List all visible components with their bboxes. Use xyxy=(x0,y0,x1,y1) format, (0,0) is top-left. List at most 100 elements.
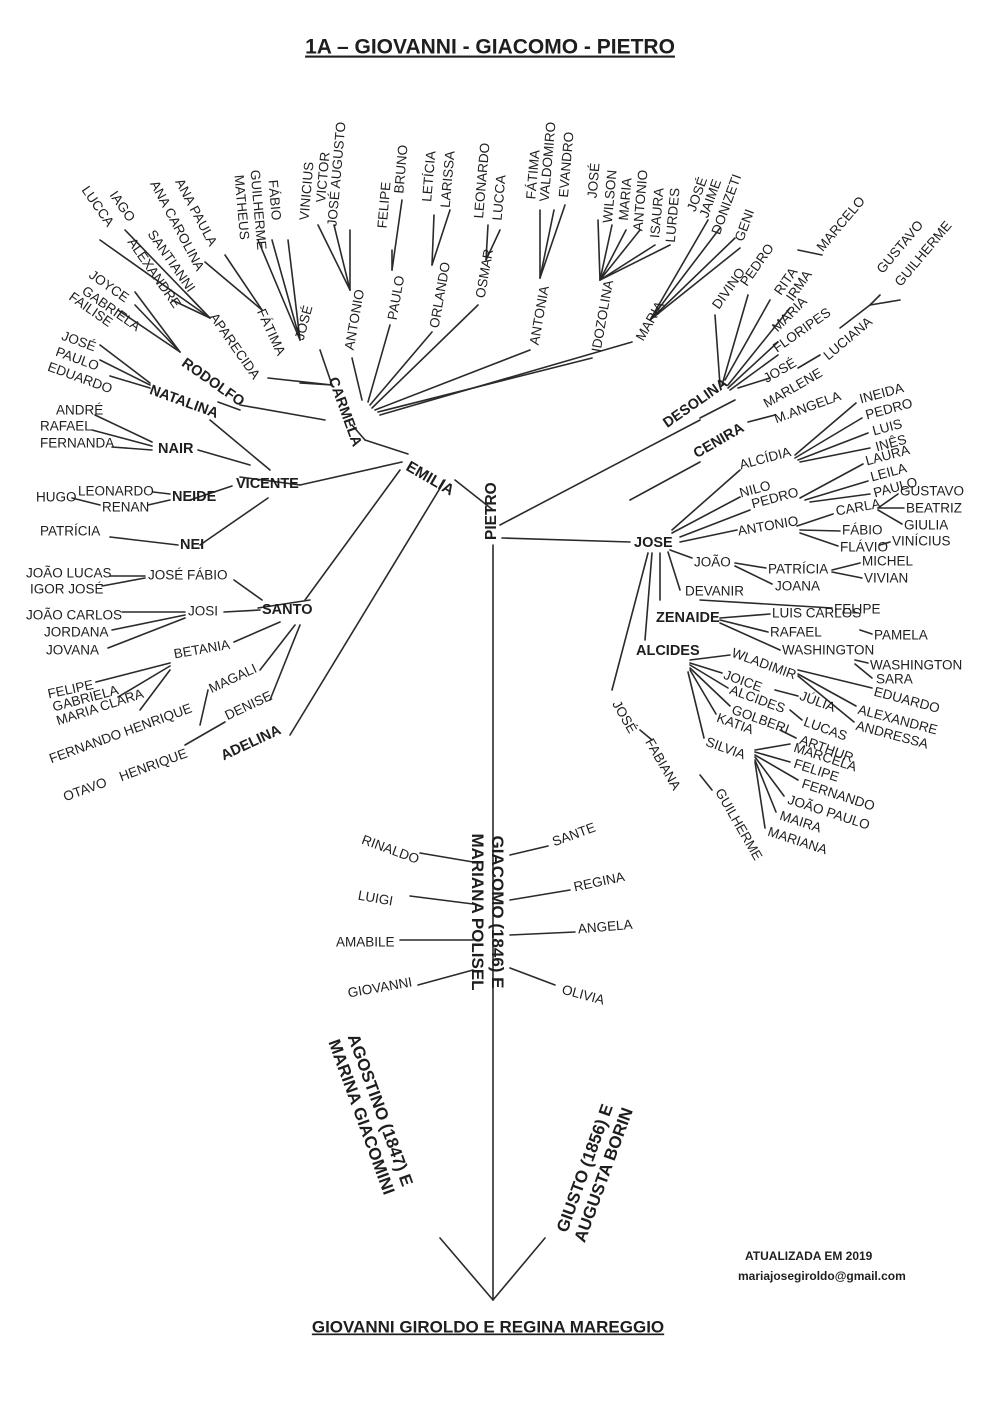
page-title: 1A – GIOVANNI - GIACOMO - PIETRO xyxy=(305,36,675,59)
person-lucca: LUCCA xyxy=(490,174,509,221)
tree-branch-line xyxy=(319,349,333,386)
updated-note: ATUALIZADA EM 2019 xyxy=(745,1249,873,1263)
tree-branch-line xyxy=(831,571,863,579)
tree-branch-line xyxy=(485,224,489,261)
person-sante: SANTE xyxy=(550,820,597,849)
tree-branch-line xyxy=(667,551,681,591)
tree-branch-line xyxy=(204,261,263,311)
tree-branch-line xyxy=(199,497,269,546)
tree-branch-line xyxy=(754,751,791,763)
tree-branch-line xyxy=(239,404,326,421)
person-luigi: LUIGI xyxy=(357,888,394,909)
tree-branch-line xyxy=(139,669,171,711)
tree-branch-line xyxy=(259,624,296,671)
person-patr-cia: PATRÍCIA xyxy=(40,524,100,539)
tree-branch-line xyxy=(417,969,474,986)
person-andr: ANDRÉ xyxy=(56,403,103,418)
tree-branch-line xyxy=(257,239,301,341)
person-giulia: GIULIA xyxy=(904,518,948,533)
person-jos: JOSÉ xyxy=(292,304,316,342)
tree-branch-line xyxy=(109,375,151,389)
person-f-tima: FÁTIMA xyxy=(523,149,542,200)
tree-branch-line xyxy=(289,479,446,736)
person-jovana: JOVANA xyxy=(46,643,99,658)
tree-branch-line xyxy=(367,324,391,403)
person-beatriz: BEATRIZ xyxy=(906,501,962,516)
tree-branch-line xyxy=(379,341,633,416)
tree-branch-line xyxy=(147,499,171,506)
person-henrique: HENRIQUE xyxy=(117,746,189,784)
root-couple: GIOVANNI GIROLDO E REGINA MAREGGIO xyxy=(312,1317,664,1336)
tree-branch-line xyxy=(99,344,151,384)
person-luis-carlos: LUIS CARLOS xyxy=(772,606,861,621)
tree-branch-line xyxy=(599,224,613,281)
person-silvia: SILVIA xyxy=(704,734,748,762)
person-rinaldo: RINALDO xyxy=(360,832,422,867)
tree-branch-line xyxy=(794,402,857,456)
person-magali: MAGALI xyxy=(206,661,259,696)
tree-branch-line xyxy=(492,1237,546,1301)
person-aparecida: APARECIDA xyxy=(207,310,263,382)
person-fernanda: FERNANDA xyxy=(40,436,114,451)
tree-branch-line xyxy=(699,399,736,419)
tree-branch-line xyxy=(257,599,311,609)
tree-branch-line xyxy=(699,599,833,609)
person-antonio: ANTONIO xyxy=(342,288,367,351)
tree-branch-line xyxy=(499,419,701,526)
person-guilherme: GUILHERME xyxy=(247,169,269,250)
tree-branch-line xyxy=(724,299,771,381)
tree-branch-line xyxy=(117,665,171,698)
person-gustavo: GUSTAVO xyxy=(900,484,964,499)
person-f-bio: FÁBIO xyxy=(842,523,883,538)
person-antonia: ANTONIA xyxy=(527,285,552,346)
tree-branch-line xyxy=(734,562,767,569)
tree-branch-line xyxy=(271,239,301,341)
person-pamela: PAMELA xyxy=(874,628,928,643)
tree-branch-line xyxy=(839,304,871,329)
person-matheus: MATHEUS xyxy=(231,174,252,240)
tree-branch-line xyxy=(779,729,797,739)
tree-branch-line xyxy=(671,469,741,531)
person-jos-f-bio: JOSÉ FÁBIO xyxy=(148,568,228,583)
tree-branch-line xyxy=(95,662,171,683)
person-igor-jos: IGOR JOSÉ xyxy=(30,582,104,597)
person-jos: JOSÉ xyxy=(585,162,603,198)
tree-branch-line xyxy=(727,341,779,389)
tree-branch-line xyxy=(797,669,873,689)
tree-branch-line xyxy=(611,552,649,691)
tree-branch-line xyxy=(539,204,566,279)
tree-branch-line xyxy=(754,759,777,813)
tree-branch-line xyxy=(94,414,153,443)
tree-branch-line xyxy=(729,354,779,391)
tree-branch-line xyxy=(754,743,791,751)
tree-branch-line xyxy=(799,447,871,463)
tree-branch-line xyxy=(721,294,749,386)
tree-branch-line xyxy=(804,480,869,501)
tree-branch-line xyxy=(774,689,799,697)
tree-branch-line xyxy=(669,549,693,559)
email-note: mariajosegiroldo@gmail.com xyxy=(738,1269,906,1283)
person-vivian: VIVIAN xyxy=(864,571,908,586)
tree-branch-line xyxy=(799,532,839,547)
tree-branch-line xyxy=(679,529,738,543)
tree-branch-line xyxy=(419,852,474,863)
person-leonardo: LEONARDO xyxy=(78,484,154,499)
person-pietro: PIETRO xyxy=(483,482,500,540)
person-orlando: ORLANDO xyxy=(427,261,453,329)
tree-branch-line xyxy=(239,476,301,486)
tree-branch-line xyxy=(727,307,791,386)
tree-branch-line xyxy=(134,304,181,353)
person-rafael: RAFAEL xyxy=(40,419,92,434)
tree-branch-line xyxy=(111,614,186,631)
person-joana: JOANA xyxy=(775,579,820,594)
person-nair: NAIR xyxy=(158,441,194,457)
person-osmar: OSMAR xyxy=(473,248,496,300)
tree-branch-line xyxy=(209,419,271,471)
person-jose: JOSE xyxy=(634,535,673,551)
tree-branch-line xyxy=(689,667,731,707)
tree-branch-line xyxy=(869,299,901,306)
tree-branch-line xyxy=(719,619,769,633)
tree-branch-line xyxy=(439,1237,494,1301)
person-antonio: ANTONIO xyxy=(630,169,650,231)
person-guilherme: GUILHERME xyxy=(712,786,765,863)
